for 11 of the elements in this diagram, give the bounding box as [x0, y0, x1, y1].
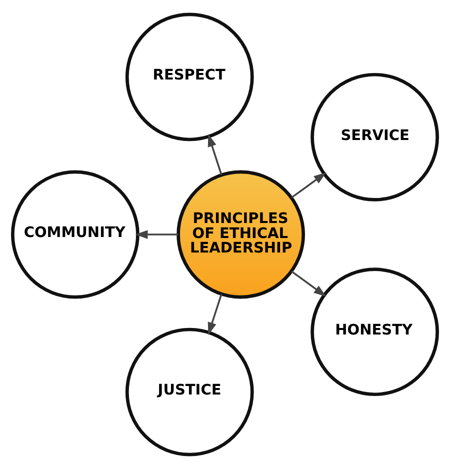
arrow — [290, 270, 326, 297]
node-circle: RESPECT — [125, 12, 254, 142]
node-circle: JUSTICE — [125, 328, 254, 456]
node-circle: SERVICE — [310, 72, 439, 202]
arrow — [208, 134, 222, 176]
node-circle: PRINCIPLES OF ETHICAL LEADERSHIP — [176, 170, 305, 299]
node-circle: COMMUNITY — [11, 170, 140, 299]
arrow — [135, 230, 178, 239]
arrow — [208, 294, 222, 335]
arrow — [290, 172, 326, 198]
node-circle: HONESTY — [310, 268, 439, 396]
